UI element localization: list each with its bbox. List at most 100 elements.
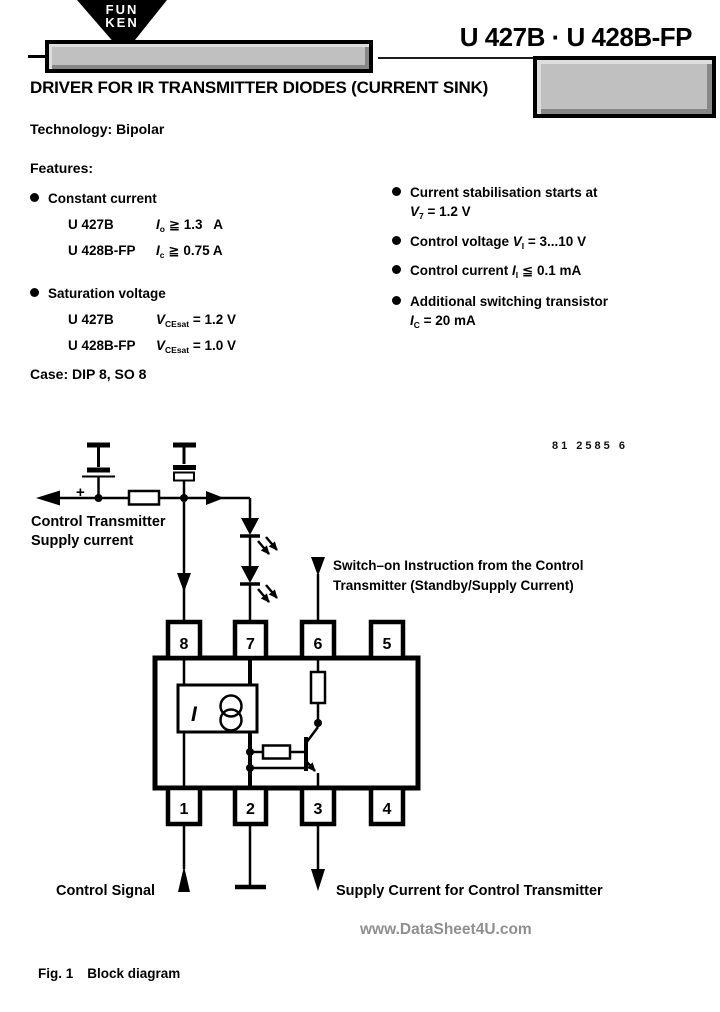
pin-number-6: 6 [314,636,323,653]
bullet-icon [30,288,39,297]
watermark: www.DataSheet4U.com [360,921,532,938]
arrow-down-icon [311,557,325,576]
external-bottom-wires [182,824,320,890]
feature-label: Constant current [48,191,157,206]
switch-on-label-line2: Transmitter (Standby/Supply Current) [333,578,574,593]
arrow-up-icon [178,866,190,892]
symbol: V [512,234,522,249]
technology-label: Technology: Bipolar [30,121,165,137]
symbol: V [410,204,420,219]
header-left-dash [28,55,45,58]
led-triangle [241,518,259,535]
symbol: V [156,312,166,327]
symbol: V [156,338,166,353]
symbol-subscript: c [159,250,165,260]
feature-text: Control voltage VI = 3...10 V [410,232,586,256]
current-source-label: I [191,703,198,726]
bullet-icon [30,193,39,202]
arrow-down-icon [177,573,191,592]
device-name: U 428B-FP [68,338,136,353]
symbol: I [512,263,516,278]
case-label: Case: DIP 8, SO 8 [30,366,147,382]
symbol-subscript: CEsat [165,345,190,355]
figure-title: Block diagram [87,966,181,981]
device-name: U 428B-FP [68,243,136,258]
feature-value: V7 = 1.2 V [410,202,598,226]
symbol-subscript: I [521,241,525,251]
pin-number-4: 4 [383,801,392,818]
internal-resistor-vertical [309,670,327,705]
logo-text-line2: KEN [105,15,139,30]
supply-label-line2: Supply current [31,533,133,549]
junction-dot [246,748,254,756]
feature-control-current: Control current II ≦ 0.1 mA [392,261,707,285]
bullet-icon [392,265,401,274]
block-diagram-figure: + Control Transmitter Supply current Swi… [31,442,603,899]
ir-led-chain [240,534,278,622]
arrow-left-icon [36,490,60,506]
supply-current-label: Supply Current for Control Transmitter [336,883,603,899]
bullet-icon [392,187,401,196]
feature-current-stabilisation: Current stabilisation starts at V7 = 1.2… [392,183,707,226]
arrow-down-icon [311,869,325,891]
symbol: I [156,243,160,258]
feature-text-pre: Control current [410,263,513,278]
feature-control-voltage: Control voltage VI = 3...10 V [392,232,707,256]
symbol-subscript: 7 [419,211,424,221]
logo-text-line1: FUN [105,2,139,17]
pin-number-5: 5 [383,636,392,653]
features-right-column: Current stabilisation starts at V7 = 1.2… [392,183,707,335]
spec-value: = 3...10 V [524,234,587,249]
device-name: U 427B [68,217,114,232]
symbol-subscript: CEsat [165,319,190,329]
ic-pins-bottom [165,785,406,827]
spec-value: = 1.2 V [189,312,237,327]
redacted-brand-bar [45,40,373,73]
pin-number-8: 8 [180,636,189,653]
ic-pins-top [165,619,406,661]
symbol-subscript: C [413,320,420,330]
control-signal-label: Control Signal [56,883,155,899]
pin-number-3: 3 [314,801,323,818]
feature-value: IC = 20 mA [410,311,608,335]
logo-text: FUN KEN [77,0,167,29]
capacitor-symbol [173,442,196,498]
junction-dot [246,764,254,772]
page-title: DRIVER FOR IR TRANSMITTER DIODES (CURREN… [30,78,489,97]
battery-symbol [82,442,115,498]
feature-text: Additional switching transistor [410,294,609,309]
device-name: U 427B [68,312,114,327]
arrow-right-icon [206,491,224,505]
feature-text: Current stabilisation starts at [410,185,598,200]
drawing-number: 81 2585 6 [552,440,628,452]
figure-caption: Fig. 1 Block diagram [38,966,180,981]
transistor-emitter [305,760,316,772]
spec-value: = 1.0 V [189,338,237,353]
spec-row: U 427B VCEsat = 1.2 V [68,309,370,335]
feature-text-pre: Control voltage [410,234,513,249]
junction-dot [314,719,322,727]
spec-value: = 20 mA [419,313,476,328]
current-source-block [176,683,259,734]
pin-number-7: 7 [246,636,255,653]
pin-number-2: 2 [246,801,255,818]
part-number: U 427B · U 428B-FP [459,22,693,52]
spec-row: U 428B-FP VCEsat = 1.0 V [68,335,370,361]
led-triangle [241,566,259,583]
feature-constant-current: Constant current [30,189,370,208]
junction-dot [180,494,188,502]
figure-number: Fig. 1 [38,966,74,981]
supply-label-line1: Control Transmitter [31,514,166,530]
symbol: I [410,313,414,328]
symbol: I [156,217,160,232]
spec-value: ≧ 1.3 A [164,217,224,232]
features-heading: Features: [30,160,94,176]
pin-number-1: 1 [180,801,189,818]
spec-value: = 1.2 V [423,204,471,219]
symbol-subscript: I [515,270,519,280]
